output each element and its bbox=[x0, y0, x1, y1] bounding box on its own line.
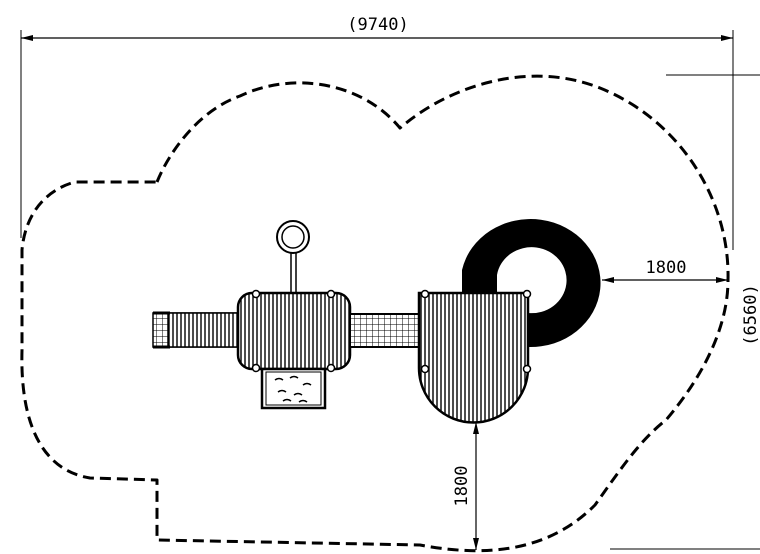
climbing-wall bbox=[260, 367, 327, 410]
overall-width-label: (9740) bbox=[347, 15, 408, 35]
connecting-bridge bbox=[349, 313, 422, 348]
overall-height-dimension: (6560) bbox=[610, 74, 760, 550]
steering-ring bbox=[276, 220, 310, 295]
right-clearance-dimension: 1800 bbox=[602, 258, 728, 283]
left-ladder bbox=[152, 311, 241, 349]
right-clearance-label: 1800 bbox=[646, 258, 687, 278]
left-deck-platform bbox=[236, 289, 352, 373]
bottom-clearance-label: 1800 bbox=[452, 466, 472, 507]
safety-zone-boundary bbox=[20, 74, 730, 553]
spiral-slide bbox=[462, 219, 601, 348]
right-deck-platform bbox=[417, 289, 532, 424]
overall-height-label: (6560) bbox=[741, 284, 760, 345]
overall-width-dimension: (9740) bbox=[20, 15, 734, 250]
bottom-clearance-dimension: 1800 bbox=[452, 422, 479, 550]
